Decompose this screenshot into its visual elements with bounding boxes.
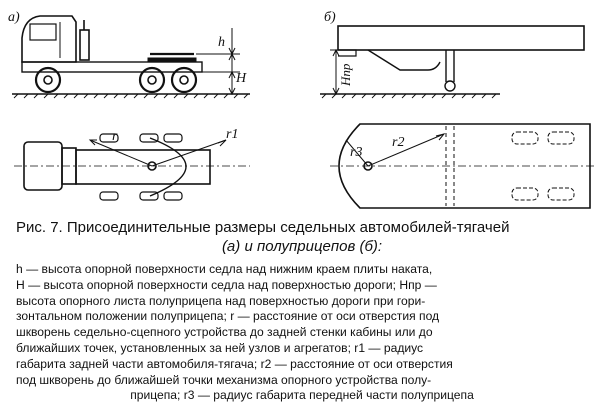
caption-line-1: Рис. 7. Присоединительные размеры седель… (16, 219, 510, 236)
legend-line: ближайших точек, установленных за ней уз… (16, 340, 424, 355)
legend-line: H — высота опорной поверхности седла над… (16, 277, 437, 292)
figure-caption: Рис. 7. Присоединительные размеры седель… (16, 218, 588, 256)
r1-label: r1 (226, 127, 238, 142)
r2-label: r2 (392, 135, 404, 150)
legend-line: зонтальном положении полуприцепа; r — ра… (16, 309, 440, 324)
legend-line: под шкворень до ближайшей точки механизм… (16, 372, 432, 387)
tractor-top-view (14, 133, 250, 201)
technical-figure: h H r r1 (12, 15, 596, 209)
panel-label-b: б) (324, 10, 336, 25)
legend-line: габарита задней части автомобиля-тягача;… (16, 356, 453, 371)
caption-line-2: (а) и полуприцепов (б): (221, 238, 383, 255)
figure-legend: h — высота опорной поверхности седла над… (16, 262, 588, 404)
H-label: H (235, 71, 247, 86)
r3-label: r3 (350, 145, 362, 160)
h-label: h (218, 35, 225, 50)
panel-label-a: а) (8, 10, 20, 25)
semitrailer-side-view (320, 25, 585, 99)
tractor-side-view (12, 15, 250, 99)
legend-line: шкворень седельно-сцепного устройства до… (16, 325, 433, 340)
semitrailer-top-view (330, 123, 596, 209)
legend-line: h — высота опорной поверхности седла над… (16, 262, 433, 276)
r-label: r (112, 129, 118, 144)
Hnp-label: Hпр (338, 63, 353, 87)
legend-line: высота опорного листа полуприцепа над по… (16, 293, 426, 308)
legend-line: прицепа; r3 — радиус габарита передней ч… (130, 388, 474, 403)
